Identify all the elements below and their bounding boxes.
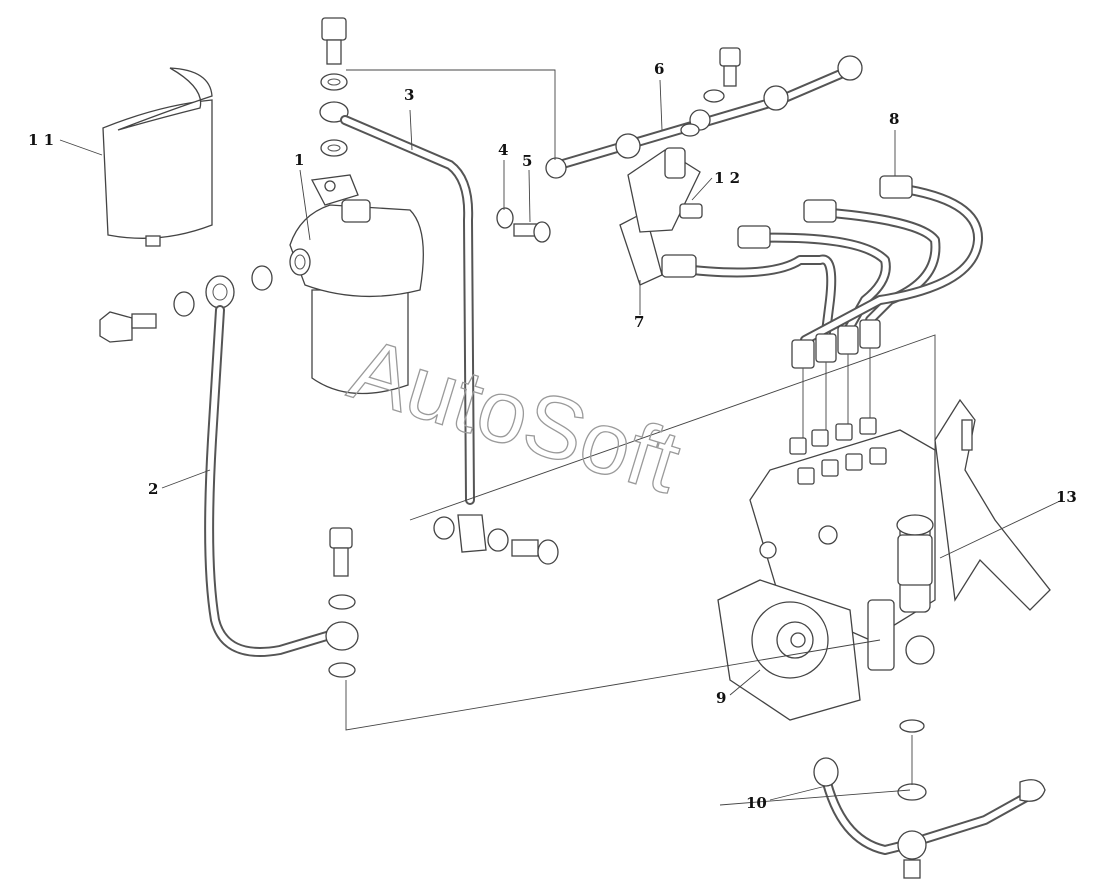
governor-part-13 bbox=[896, 514, 934, 586]
callout-9: 9 bbox=[716, 689, 726, 707]
filter-cover-part-11 bbox=[102, 67, 213, 247]
callout-6: 6 bbox=[654, 60, 664, 78]
callout-11: 1 1 bbox=[28, 131, 54, 149]
fuel-filter-part-1 bbox=[289, 174, 424, 395]
callout-leaders bbox=[59, 79, 1063, 801]
callout-5: 5 bbox=[522, 152, 532, 170]
washer-part-4 bbox=[496, 207, 514, 229]
callout-7: 7 bbox=[634, 313, 644, 331]
injection-pipes-part-8 bbox=[661, 175, 983, 440]
fuel-pipe-part-3 bbox=[340, 115, 559, 565]
callout-1: 1 bbox=[294, 151, 304, 169]
inlet-banjo-bolt bbox=[99, 265, 273, 343]
callout-3: 3 bbox=[404, 86, 414, 104]
injector-part-7 bbox=[619, 147, 701, 286]
callout-labels: 1 1 1 2 3 4 5 6 7 8 9 10 1 2 13 bbox=[28, 60, 1077, 812]
fuel-pipe-part-2 bbox=[204, 305, 359, 678]
injection-pump-part-9 bbox=[717, 398, 1051, 721]
leak-off-pipe-part-6 bbox=[545, 47, 863, 179]
callout-2: 2 bbox=[148, 480, 158, 498]
callout-10: 10 bbox=[746, 794, 767, 812]
callout-8: 8 bbox=[889, 110, 899, 128]
bleed-screw-part-5 bbox=[513, 221, 551, 243]
callout-13: 13 bbox=[1056, 488, 1077, 506]
return-pipe-part-10 bbox=[813, 719, 1046, 879]
callout-4: 4 bbox=[498, 141, 508, 159]
injector-fitting-part-12 bbox=[679, 203, 703, 219]
assembly-reference-lines bbox=[345, 69, 936, 806]
banjo-bolt-top bbox=[319, 17, 349, 157]
callout-12: 1 2 bbox=[714, 169, 740, 187]
delivery-valves bbox=[789, 417, 887, 485]
